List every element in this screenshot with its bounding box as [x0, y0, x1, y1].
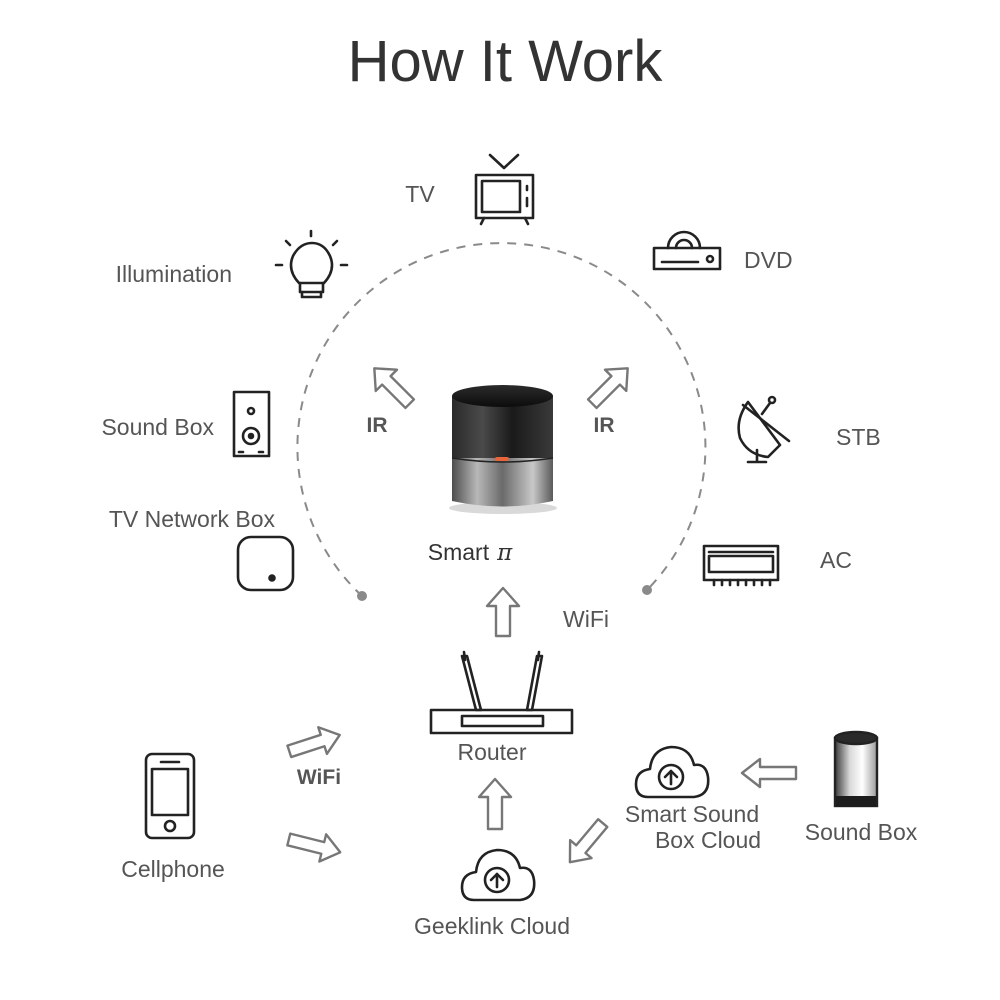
- ir-label-left: IR: [367, 414, 388, 437]
- smart-sound-box-cloud-label-line1: Smart Sound: [625, 801, 759, 827]
- phone-to-router-arrow: [286, 726, 341, 759]
- sound-box-to-cloud-arrow: [740, 757, 798, 789]
- status-led: [495, 457, 509, 461]
- smart-pi-device: [449, 385, 557, 514]
- smart-sound-box-cloud-icon: [634, 745, 710, 799]
- tv-label: TV: [405, 181, 435, 207]
- wifi-phone-label: WiFi: [297, 766, 341, 789]
- cellphone-label: Cellphone: [121, 856, 225, 882]
- router-label: Router: [457, 739, 526, 765]
- smart-sound-box-cloud-label-line2: Box Cloud: [655, 827, 761, 853]
- air-conditioner-icon: [702, 544, 780, 587]
- arc-end-dot-left: [357, 591, 367, 601]
- router-icon: [429, 650, 574, 735]
- tv-network-box-label: TV Network Box: [109, 506, 276, 532]
- dvd-icon: [652, 230, 722, 271]
- cellphone-icon: [144, 752, 196, 840]
- geeklink-cloud-icon: [460, 848, 536, 902]
- stb-label: STB: [836, 424, 881, 450]
- illumination-label: Illumination: [116, 261, 232, 287]
- bulb-icon: [274, 229, 349, 299]
- wifi-top-label: WiFi: [563, 606, 609, 632]
- sound-box-right-label: Sound Box: [805, 819, 918, 845]
- tv-icon: [474, 153, 535, 226]
- page-title: How It Work: [348, 29, 664, 94]
- smart-speaker-icon: [833, 730, 879, 808]
- ir-arrow-left: [373, 367, 416, 410]
- wifi-arrow-up: [485, 586, 521, 638]
- ir-label-right: IR: [594, 414, 615, 437]
- phone-to-cloud-arrow: [286, 832, 342, 863]
- dvd-label: DVD: [744, 247, 793, 273]
- ac-label: AC: [820, 547, 852, 573]
- cloud-to-router-arrow: [477, 777, 513, 831]
- ir-coverage-arc: [296, 242, 707, 597]
- geeklink-cloud-label: Geeklink Cloud: [414, 913, 570, 939]
- sound-box-left-label: Sound Box: [101, 414, 214, 440]
- speaker-icon: [232, 390, 271, 458]
- arc-end-dot-right: [642, 585, 652, 595]
- ir-arrow-right: [586, 367, 629, 410]
- tv-network-box-icon: [236, 535, 295, 592]
- sound-cloud-to-geeklink-arrow: [568, 818, 609, 864]
- satellite-dish-icon: [737, 395, 791, 464]
